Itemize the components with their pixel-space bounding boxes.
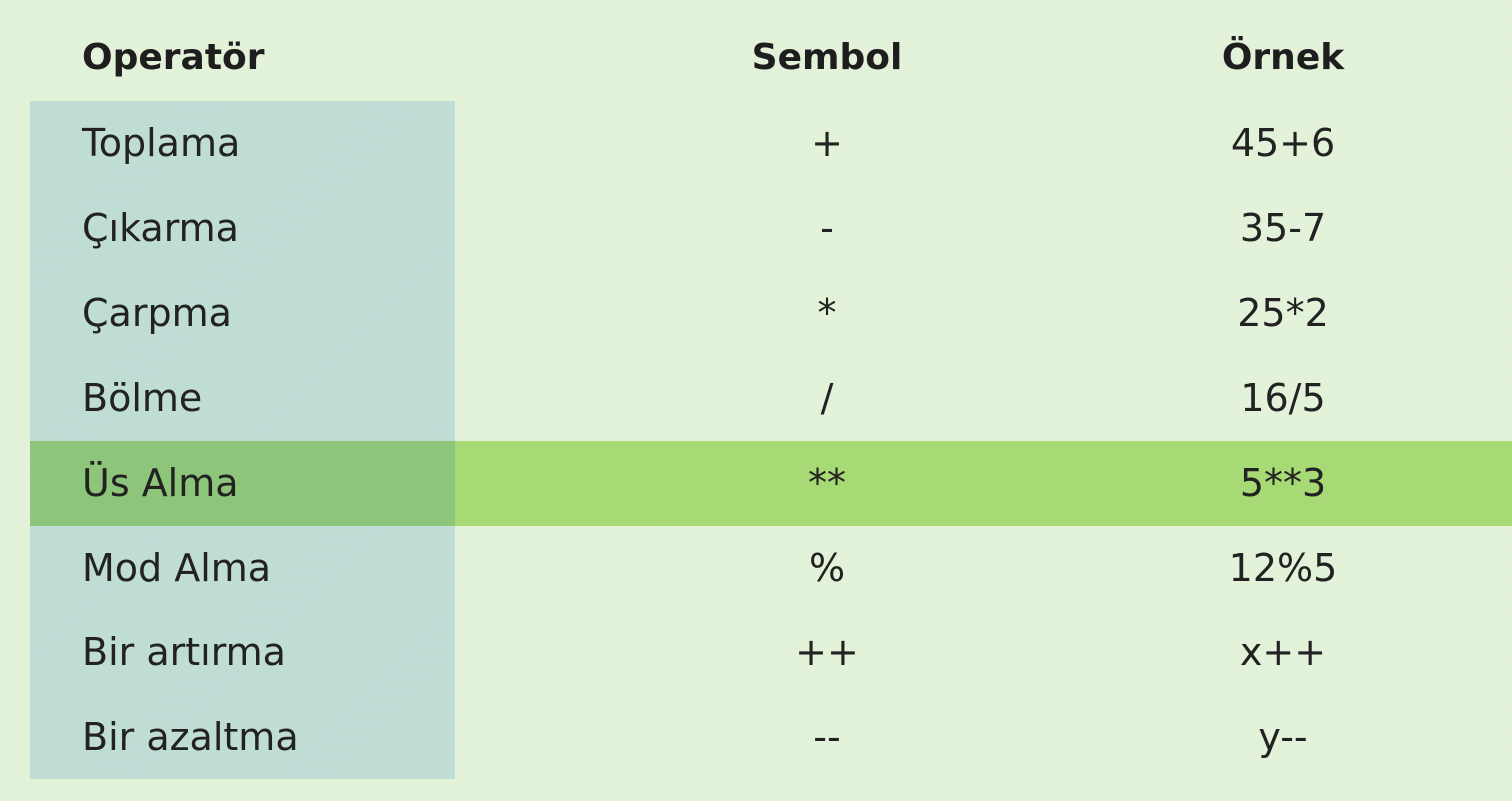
table-row: Bölme / 16/5	[0, 356, 1512, 441]
symbol-cell: ++	[795, 630, 859, 674]
highlighted-row-first-cell-band	[30, 441, 455, 526]
example-cell: 45+6	[1230, 121, 1336, 165]
symbol-cell: +	[811, 121, 843, 165]
example-cell: x++	[1239, 630, 1327, 674]
example-cell: 25*2	[1237, 291, 1329, 335]
operator-cell: Bölme	[82, 376, 203, 420]
table-row: Çıkarma - 35-7	[0, 186, 1512, 271]
operator-column-band	[30, 101, 455, 779]
example-cell: 35-7	[1239, 206, 1327, 250]
symbol-cell: %	[808, 546, 846, 590]
operator-cell: Çıkarma	[82, 206, 239, 250]
symbol-cell: --	[813, 715, 841, 759]
table-row: Bir artırma ++ x++	[0, 610, 1512, 695]
header-example: Örnek	[1221, 37, 1345, 78]
operator-cell: Üs Alma	[82, 461, 239, 505]
example-cell: 16/5	[1240, 376, 1326, 420]
table-row: Bir azaltma -- y--	[0, 695, 1512, 780]
symbol-cell: /	[820, 376, 834, 420]
header-operator: Operatör	[82, 37, 265, 78]
header-symbol: Sembol	[751, 37, 903, 78]
operator-cell: Bir azaltma	[82, 715, 299, 759]
table-row: Mod Alma % 12%5	[0, 526, 1512, 611]
operator-cell: Bir artırma	[82, 630, 286, 674]
symbol-cell: *	[817, 291, 837, 335]
example-cell: y--	[1258, 715, 1308, 759]
example-cell: 5**3	[1239, 461, 1327, 505]
operator-cell: Çarpma	[82, 291, 232, 335]
bottom-edge	[0, 801, 1512, 805]
example-cell: 12%5	[1228, 546, 1338, 590]
table-row: Çarpma * 25*2	[0, 271, 1512, 356]
operator-cell: Toplama	[82, 121, 241, 165]
table-header: Operatör Sembol Örnek	[0, 15, 1512, 100]
table-row-highlighted: Üs Alma ** 5**3	[0, 441, 1512, 526]
symbol-cell: **	[808, 461, 846, 505]
table-row: Toplama + 45+6	[0, 101, 1512, 186]
operator-cell: Mod Alma	[82, 546, 272, 590]
symbol-cell: -	[820, 206, 834, 250]
